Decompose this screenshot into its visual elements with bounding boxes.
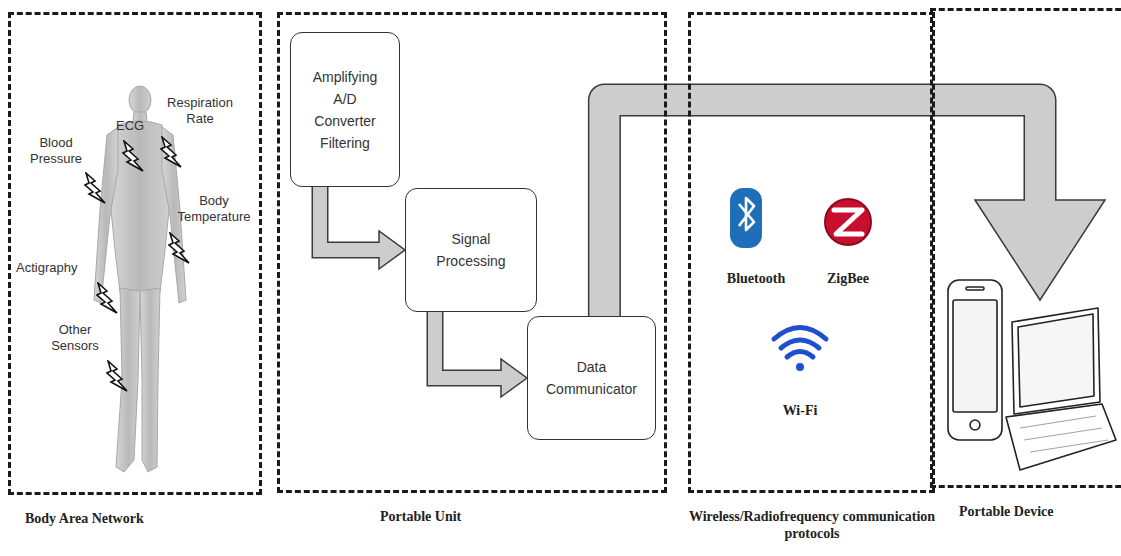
sensor-bolts	[85, 137, 189, 391]
sensor-label: Blood Pressure	[20, 135, 92, 167]
arrow-outline	[435, 312, 501, 378]
arrow-shaft	[435, 312, 504, 378]
human-figure	[94, 86, 186, 472]
zigbee-icon	[825, 199, 871, 245]
flow-arrow	[320, 187, 405, 269]
bluetooth-icon	[730, 188, 762, 248]
sensor-label: ECG	[116, 118, 166, 134]
arrow-outline	[604, 100, 1040, 316]
box-label: Signal Processing	[416, 228, 526, 272]
smartphone	[948, 280, 1002, 440]
group-panel: Wireless/Radiofrequency communication pr…	[688, 12, 935, 493]
flow-arrow	[435, 312, 527, 397]
sensor-label: Actigraphy	[16, 260, 96, 276]
arrow-shaft	[320, 187, 382, 250]
arrow-outline	[320, 187, 379, 250]
group-panel: Portable Device	[930, 8, 1121, 488]
protocol-name: Bluetooth	[716, 270, 796, 287]
arrow-shaft	[604, 100, 1040, 316]
box-label: Amplifying A/D Converter Filtering	[301, 66, 389, 154]
process-box: Signal Processing	[405, 188, 537, 312]
panel-caption: Portable Unit	[380, 508, 540, 525]
process-box: Amplifying A/D Converter Filtering	[290, 32, 400, 187]
panel-caption: Portable Device	[959, 503, 1109, 520]
box-label: Data Communicator	[538, 356, 645, 400]
group-panel: Portable UnitAmplifying A/D Converter Fi…	[277, 12, 667, 493]
sensor-label: Other Sensors	[44, 322, 106, 354]
arrow-head	[975, 200, 1105, 300]
protocol-name: Wi-Fi	[760, 402, 840, 419]
arrow-head	[501, 359, 527, 397]
sensor-label: Body Temperature	[172, 193, 256, 225]
wifi-icon	[774, 328, 826, 372]
arrow-head	[379, 231, 405, 269]
protocol-name: ZigBee	[810, 270, 886, 287]
panel-caption: Body Area Network	[25, 510, 225, 527]
flow-arrow	[604, 100, 1105, 316]
process-box: Data Communicator	[527, 316, 656, 440]
panel-caption: Wireless/Radiofrequency communication pr…	[681, 508, 943, 542]
sensor-label: Respiration Rate	[158, 95, 242, 127]
laptop	[1006, 308, 1116, 470]
group-panel: Body Area Network	[8, 12, 262, 495]
